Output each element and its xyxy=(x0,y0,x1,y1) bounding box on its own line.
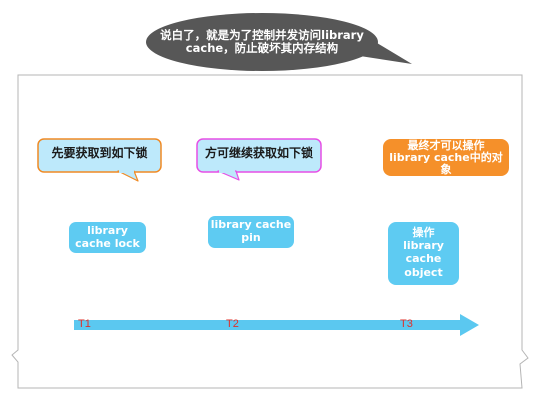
callout-3-shape xyxy=(383,139,509,176)
box-2-shape xyxy=(208,216,294,248)
box-3-text: 操作 library cache object xyxy=(388,226,459,279)
header-bubble-line-1: 说白了，就是为了控制并发访问library xyxy=(160,28,364,42)
timeline-arrow xyxy=(74,314,479,336)
box-3-line-1: 操作 xyxy=(412,226,435,239)
box-1-shape xyxy=(69,222,146,253)
header-bubble-text: 说白了，就是为了控制并发访问library cache，防止破坏其内存结构 xyxy=(152,28,372,56)
callout-2-text: 方可继续获取如下锁 xyxy=(204,146,313,160)
box-2-line-2: pin xyxy=(241,230,261,244)
callout-3-line-3: 象 xyxy=(440,163,452,177)
box-2-line-1: library cache xyxy=(210,218,292,231)
timeline-tick-t2: T2 xyxy=(226,318,239,330)
callout-3-text: 最终才可以操作 library cache中的对 象 xyxy=(383,139,509,177)
callout-3-line-2: library cache中的对 xyxy=(389,151,503,165)
box-1-text: library cache lock xyxy=(69,224,146,250)
box-3-shape xyxy=(388,222,459,285)
timeline-tick-t1: T1 xyxy=(78,318,91,330)
box-3-line-3: cache xyxy=(405,252,442,266)
timeline-tick-t3: T3 xyxy=(400,318,413,330)
box-1-line-2: cache lock xyxy=(75,236,140,250)
box-3-line-4: object xyxy=(404,265,443,279)
header-speech-bubble xyxy=(146,13,412,71)
callout-1-text: 先要获取到如下锁 xyxy=(51,146,148,160)
box-3-line-2: library xyxy=(403,239,444,253)
callout-1-shape xyxy=(37,138,162,182)
box-1-line-1: library xyxy=(87,224,128,237)
callout-2-shape xyxy=(196,138,322,181)
box-2-text: library cache pin xyxy=(208,218,294,244)
header-bubble-line-2: cache，防止破坏其内存结构 xyxy=(185,41,339,56)
callout-3-line-1: 最终才可以操作 xyxy=(407,139,485,152)
